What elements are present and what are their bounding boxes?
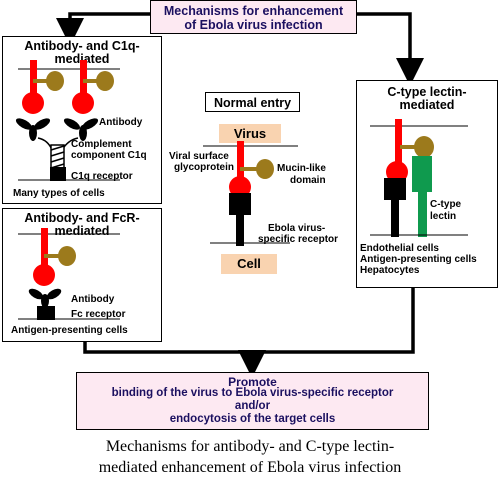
panel-fcr-mediated: Antibody- and FcR- mediated Antibody Fc … — [2, 208, 162, 342]
panel-c1q-receptor-label: C1q receptor — [71, 171, 133, 182]
cell-label: Cell — [237, 256, 261, 271]
normal-mucin — [240, 159, 274, 179]
top-title-line1: Mechanisms for enhancement — [163, 4, 344, 18]
arrow-to-left-panel — [56, 12, 150, 46]
normal-receptor — [229, 193, 251, 246]
fcr-mucin — [44, 246, 76, 266]
promote-line2: and/or — [234, 400, 271, 412]
fcr-receptor-shape — [18, 306, 120, 320]
caption-line1: Mechanisms for antibody- and C-type lect… — [105, 438, 395, 455]
panel-fcr-title-line1: Antibody- and FcR- — [24, 211, 140, 225]
panel-lectin-cells-2: Antigen-presenting cells — [360, 254, 477, 265]
c1q-receptor-shape — [18, 167, 120, 181]
panel-c1q-title-line2: mediated — [54, 52, 110, 66]
arrow-to-right-panel — [357, 12, 424, 86]
c1q-antibody-shapes — [15, 118, 99, 141]
panel-fcr-receptor-label: Fc receptor — [71, 309, 126, 320]
lectin-ebola-receptor — [384, 178, 406, 237]
panel-fcr-cells-label: Antigen-presenting cells — [11, 325, 128, 336]
lectin-mucin — [400, 136, 434, 158]
panel-lectin-cells-1: Endothelial cells — [360, 243, 439, 254]
panel-c1q-cells-label: Many types of cells — [13, 188, 105, 199]
receptor-label-line2: specific receptor — [258, 234, 339, 245]
promote-line1: binding of the virus to Ebola virus-spec… — [111, 387, 394, 399]
panel-lectin-title-line2: mediated — [399, 98, 455, 112]
panel-lectin-lectin-line2: lectin — [430, 211, 457, 222]
top-title-line2: of Ebola virus infection — [184, 18, 323, 32]
c1q-mucin-1 — [33, 71, 64, 91]
panel-c1q-antibody-label: Antibody — [99, 117, 143, 128]
mucin-label-line2: domain — [290, 175, 326, 186]
fcr-antibody-shape — [28, 288, 62, 308]
mucin-label-line1: Mucin-like — [277, 163, 326, 174]
glycoprotein-label-line1: Viral surface — [169, 151, 229, 162]
promote-box: Promote binding of the virus to Ebola vi… — [76, 372, 429, 430]
fcr-glycoprotein — [33, 228, 55, 286]
panel-lectin-title-line1: C-type lectin- — [387, 85, 467, 99]
promote-line3: endocytosis of the target cells — [169, 413, 336, 425]
normal-glycoprotein — [229, 141, 251, 198]
panel-lectin-lectin-line1: C-type — [430, 199, 462, 210]
top-title-box: Mechanisms for enhancement of Ebola viru… — [150, 0, 357, 34]
lectin-ctype-lectin-shape — [412, 156, 432, 237]
promote-title: Promote — [228, 375, 277, 389]
virus-label-box: Virus — [219, 124, 281, 143]
normal-entry-title: Normal entry — [213, 96, 292, 110]
glycoprotein-label-line2: glycoprotein — [174, 162, 235, 173]
caption-line2: mediated enhancement of Ebola virus infe… — [98, 459, 402, 476]
normal-entry-title-box: Normal entry — [205, 92, 300, 112]
panel-lectin-cells-3: Hepatocytes — [360, 265, 420, 276]
c1q-glycoprotein-2 — [72, 60, 94, 114]
panel-c1q-complement-line1: Complement — [71, 139, 132, 150]
c1q-complement-shape — [37, 137, 79, 169]
c1q-glycoprotein-1 — [22, 60, 44, 114]
receptor-label-line1: Ebola virus- — [268, 223, 326, 234]
c1q-mucin-2 — [83, 71, 114, 91]
virus-label: Virus — [233, 126, 267, 141]
cell-label-box: Cell — [221, 254, 277, 274]
panel-c1q-title-line1: Antibody- and C1q- — [24, 39, 140, 53]
panel-fcr-antibody-label: Antibody — [71, 294, 115, 305]
lectin-glycoprotein — [386, 119, 408, 183]
panel-c1q-complement-line2: component C1q — [71, 150, 147, 161]
